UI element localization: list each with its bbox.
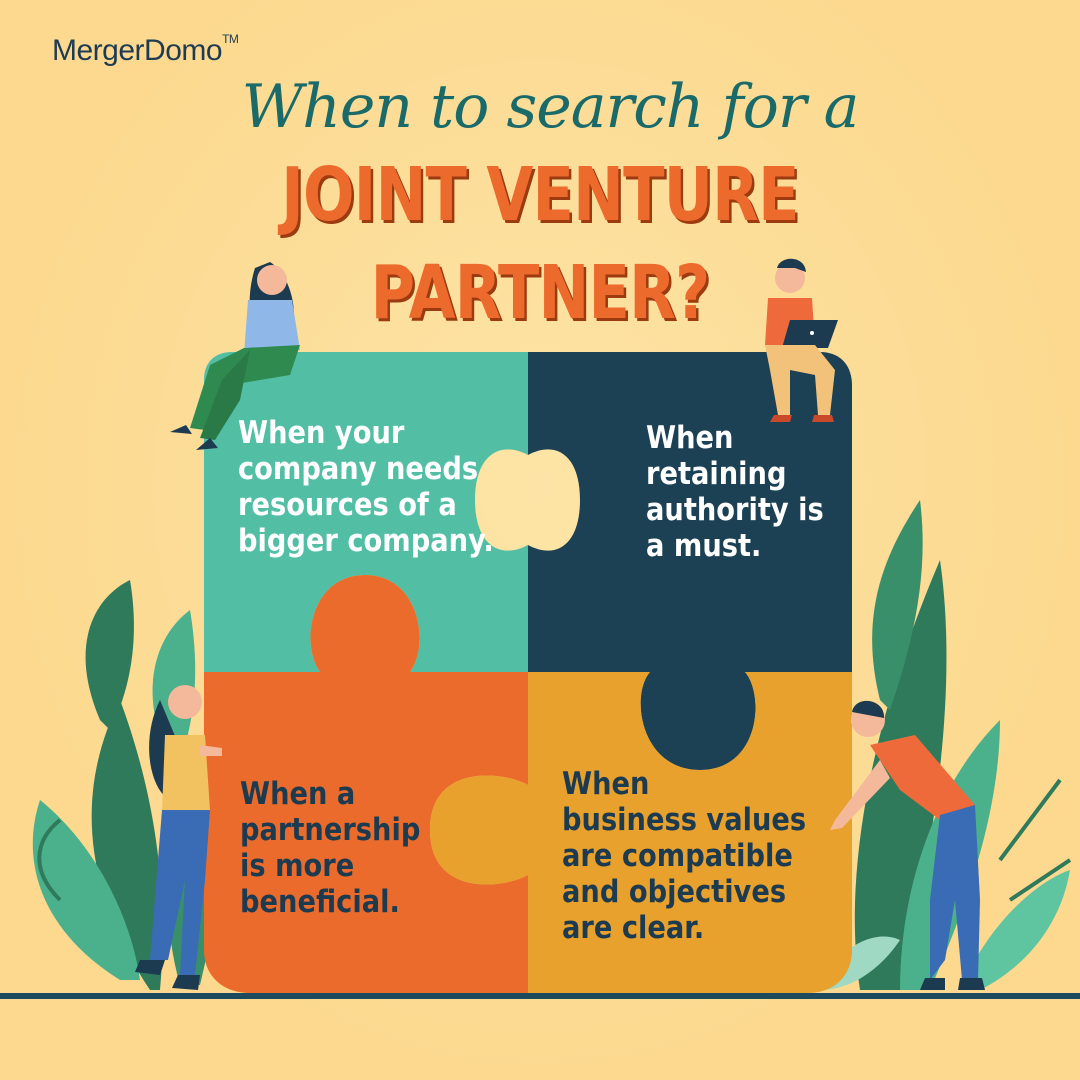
text-line: are compatible [562,838,793,874]
text-line: When [562,766,650,802]
piece-text-top-right: When retaining authority is a must. [646,420,824,564]
right-leaves [820,500,1072,990]
text-line: resources of a [238,487,457,523]
man-pushing-illustration [830,700,985,990]
piece-text-top-left: When your company needs resources of a b… [238,415,494,559]
text-line: When [646,420,734,456]
man-laptop-illustration [765,258,838,422]
piece-text-bottom-right: When business values are compatible and … [562,766,806,946]
puzzle-piece-bottom-right [430,672,852,993]
puzzle-piece-top-left [204,352,528,672]
brand-name: MergerDomo [52,34,223,67]
text-line: is more [240,848,355,884]
ground-line [0,993,1080,999]
text-line: beneficial. [240,884,400,920]
puzzle [204,352,852,993]
text-line: company needs [238,451,479,487]
brand-logo: MergerDomoTM [52,32,239,68]
headline-line-1: JOINT VENTURE [281,152,799,238]
text-line: bigger company. [238,523,494,559]
headline-script-line: When to search for a [241,72,860,142]
piece-text-bottom-left: When a partnership is more beneficial. [240,776,420,920]
text-line: partnership [240,812,421,848]
text-line: When a [240,776,356,812]
text-line: authority is [646,492,824,528]
text-line: are clear. [562,910,705,946]
headline-line-2: PARTNER? [370,250,711,336]
woman-pushing-illustration [135,685,222,990]
woman-sitting-illustration [170,262,300,450]
text-line: When your [238,415,405,451]
puzzle-piece-bottom-left [204,575,528,993]
text-line: and objectives [562,874,787,910]
text-line: retaining [646,456,787,492]
text-line: a must. [646,528,762,564]
trademark: TM [222,32,239,46]
text-line: business values [562,802,807,838]
puzzle-piece-top-right [528,352,852,770]
